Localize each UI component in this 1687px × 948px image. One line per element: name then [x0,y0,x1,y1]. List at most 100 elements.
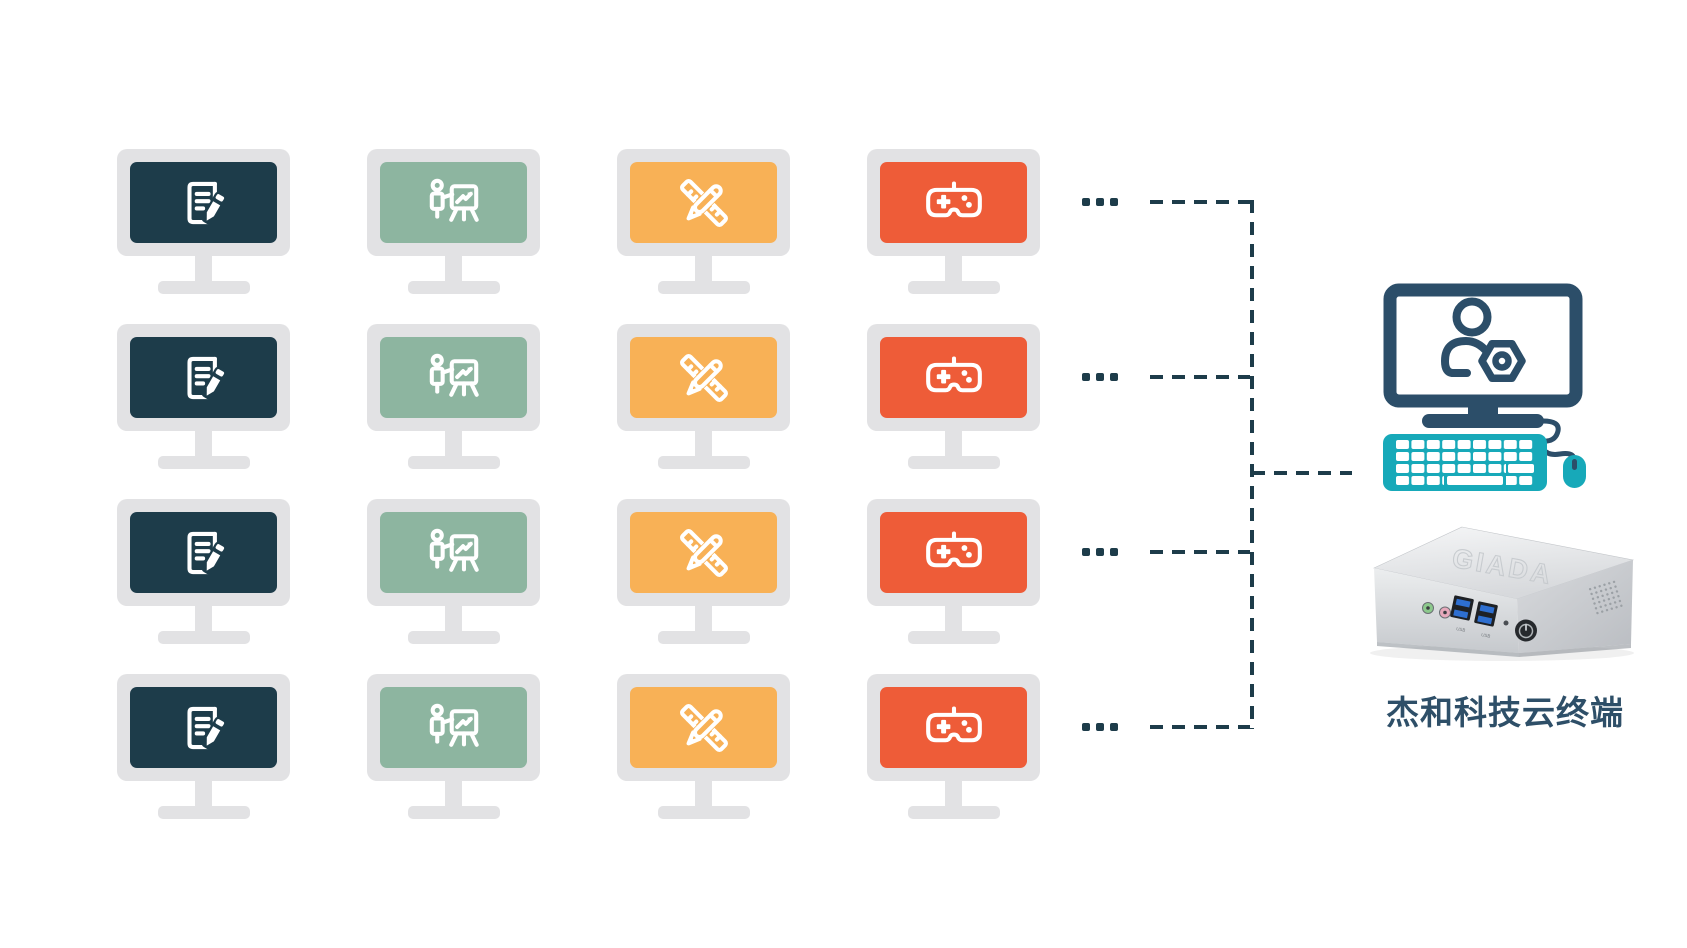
ellipsis-dot [1082,723,1090,731]
usb-port-stack [1450,595,1474,621]
admin-monitor-neck [1468,401,1498,415]
admin-monitor-base [1422,414,1544,428]
ruler-pencil-icon [675,174,733,232]
monitor-stand-base [407,806,500,819]
ruler-pencil-icon [675,524,733,582]
monitor-stand-base [907,631,1000,644]
ellipsis-dot [1096,373,1104,381]
ellipsis-dot [1096,198,1104,206]
ellipsis-dots [1082,373,1118,381]
monitor-stand-neck [695,781,712,806]
monitor-stand-neck [195,781,212,806]
ellipsis-dot [1082,373,1090,381]
ruler-pencil-icon [675,349,733,407]
gamepad-icon [925,524,983,582]
presentation-terminal [367,149,540,294]
admin-workstation [1383,283,1586,491]
ellipsis-dots [1082,548,1118,556]
monitor-screen [380,162,527,243]
side-vents [1588,580,1623,615]
monitor-screen [880,687,1027,768]
mic-in-hole [1443,610,1447,615]
ellipsis-dot [1110,198,1118,206]
monitor-screen [130,337,277,418]
power-button [1515,619,1537,642]
gamepad-icon [925,699,983,757]
monitor-bezel [617,324,790,431]
monitor-bezel [617,674,790,781]
monitor-stand-base [657,806,750,819]
document-edit-icon [175,524,233,582]
monitor-stand-base [407,456,500,469]
monitor-bezel [617,499,790,606]
monitor-stand-neck [195,606,212,631]
monitor-screen [380,512,527,593]
monitor-stand-neck [695,606,712,631]
presentation-chart-icon [425,699,483,757]
monitor-stand-base [157,281,250,294]
monitor-bezel [867,324,1040,431]
monitor-screen [130,162,277,243]
monitor-stand-neck [695,431,712,456]
office-terminal [117,674,290,819]
gaming-terminal [867,674,1040,819]
monitor-stand-base [657,631,750,644]
monitor-screen [630,337,777,418]
monitor-screen [880,512,1027,593]
monitor-screen [130,687,277,768]
device-bottom-edge [1377,642,1519,657]
monitor-stand-neck [945,431,962,456]
usb-port-stack [1474,601,1498,627]
ellipsis-dots [1082,198,1118,206]
monitor-stand-base [907,806,1000,819]
ruler-pencil-icon [675,699,733,757]
design-terminal [617,499,790,644]
office-terminal [117,149,290,294]
mouse [1563,455,1586,488]
monitor-stand-neck [445,256,462,281]
presentation-terminal [367,674,540,819]
ellipsis-dot [1082,198,1090,206]
device-side-face [1517,560,1633,653]
monitor-stand-base [157,456,250,469]
terminal-grid [117,149,1040,819]
gamepad-icon [925,174,983,232]
gamepad-icon [925,349,983,407]
cloud-terminal-device: GIADA USB USB [1370,526,1635,661]
front-ports: USB USB [1422,595,1537,642]
usb-port-label: USB [1456,626,1466,633]
monitor-stand-neck [695,256,712,281]
presentation-chart-icon [425,524,483,582]
monitor-stand-base [157,806,250,819]
office-terminal [117,324,290,469]
monitor-bezel [117,324,290,431]
presentation-chart-icon [425,349,483,407]
document-edit-icon [175,699,233,757]
device-bottom-edge [1519,644,1631,657]
design-terminal [617,149,790,294]
monitor-screen [130,512,277,593]
monitor-bezel [367,674,540,781]
ellipsis-dot [1110,548,1118,556]
monitor-stand-base [657,456,750,469]
monitor-bezel [867,149,1040,256]
ellipsis-dot [1096,723,1104,731]
ellipsis-dots [1082,723,1118,731]
monitor-stand-neck [945,256,962,281]
reset-hole [1503,620,1509,626]
monitor-bezel [367,324,540,431]
monitor-screen [630,162,777,243]
audio-out-hole [1426,606,1430,610]
monitor-stand-neck [195,256,212,281]
gaming-terminal [867,324,1040,469]
monitor-bezel [867,674,1040,781]
monitor-screen [880,337,1027,418]
ellipsis-dot [1110,373,1118,381]
monitor-stand-base [907,456,1000,469]
user-settings-icon [1441,297,1526,383]
monitor-stand-base [657,281,750,294]
monitor-stand-neck [445,781,462,806]
keyboard [1383,434,1547,491]
monitor-stand-base [907,281,1000,294]
